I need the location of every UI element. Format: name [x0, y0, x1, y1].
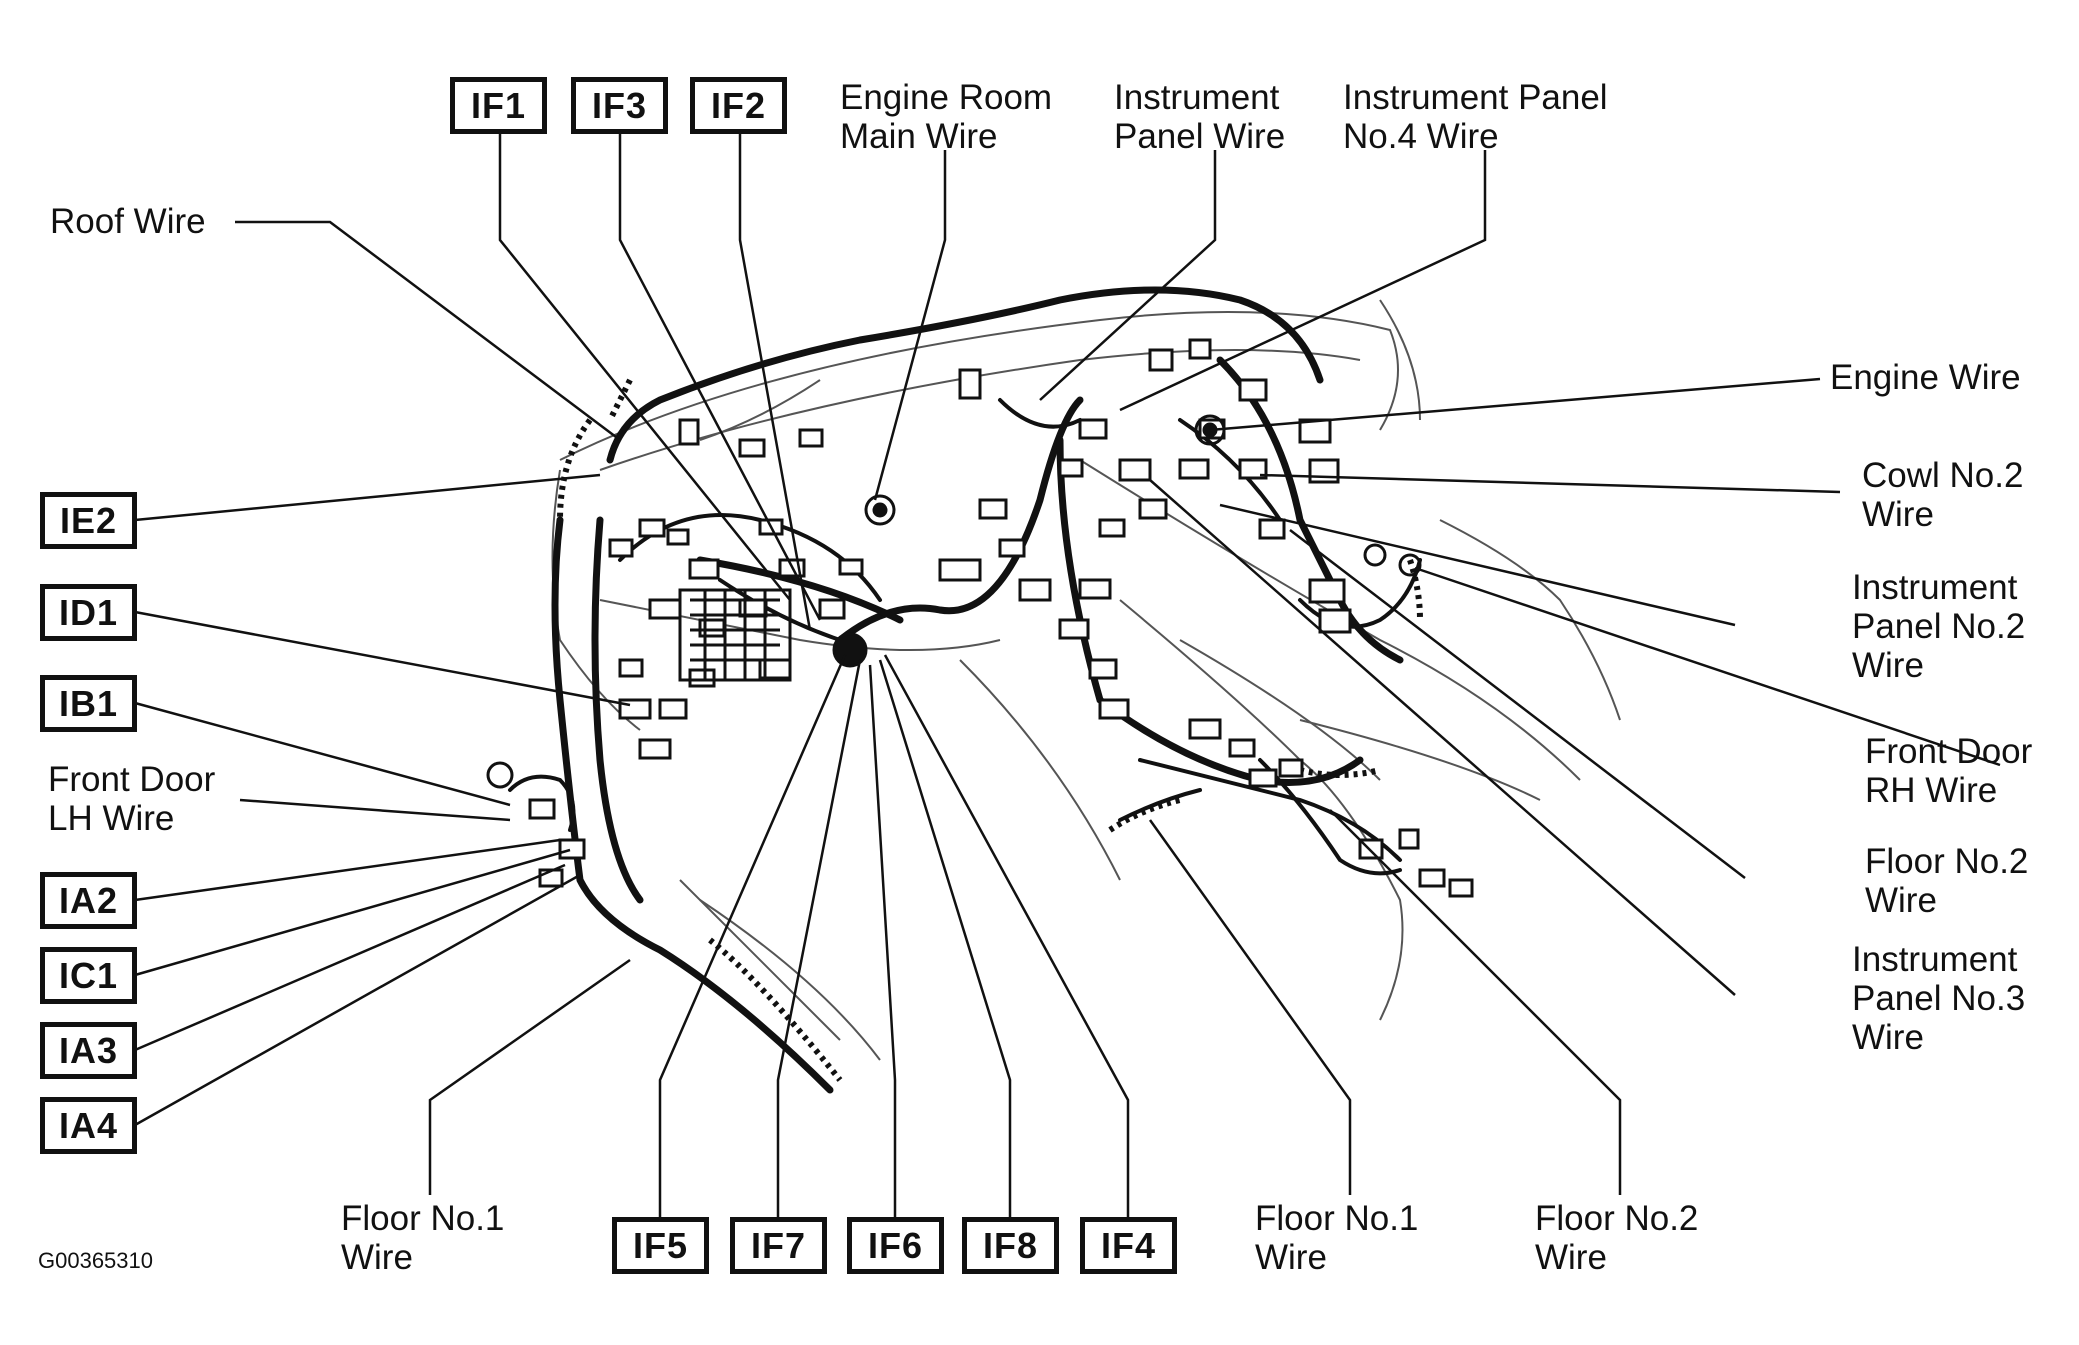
junction-block: [486, 414, 1422, 789]
label-engine-wire: Engine Wire: [1830, 358, 2021, 397]
connector-if8: IF8: [962, 1217, 1059, 1274]
label-cowl-no2-wire: Cowl No.2 Wire: [1862, 456, 2024, 534]
taped-wires: [557, 378, 1423, 1082]
connector-ic1: IC1: [40, 947, 137, 1004]
connector-ia4: IA4: [40, 1097, 137, 1154]
label-floor-no1-wire-center: Floor No.1 Wire: [1255, 1199, 1419, 1277]
figure-code: G00365310: [38, 1248, 153, 1273]
wire-harness: [551, 286, 1404, 1094]
connector-if6: IF6: [847, 1217, 944, 1274]
connector-ie2: IE2: [40, 492, 137, 549]
connector-blocks: [528, 338, 1474, 898]
connector-ib1: IB1: [40, 675, 137, 732]
connector-if1: IF1: [450, 77, 547, 134]
label-instrument-panel-wire: Instrument Panel Wire: [1114, 78, 1286, 156]
label-floor-no2-wire-right: Floor No.2 Wire: [1865, 842, 2029, 920]
label-floor-no1-wire-left: Floor No.1 Wire: [341, 1199, 505, 1277]
label-instrument-panel-no3-wire: Instrument Panel No.3 Wire: [1852, 940, 2026, 1057]
label-engine-room-main-wire: Engine Room Main Wire: [840, 78, 1053, 156]
label-instrument-panel-no4-wire: Instrument Panel No.4 Wire: [1343, 78, 1608, 156]
label-front-door-lh-wire: Front Door LH Wire: [48, 760, 216, 838]
connector-ia3: IA3: [40, 1022, 137, 1079]
connector-if5: IF5: [612, 1217, 709, 1274]
connector-if4: IF4: [1080, 1217, 1177, 1274]
label-front-door-rh-wire: Front Door RH Wire: [1865, 732, 2033, 810]
connector-if3: IF3: [571, 77, 668, 134]
label-roof-wire: Roof Wire: [50, 202, 206, 241]
label-floor-no2-wire-bottom: Floor No.2 Wire: [1535, 1199, 1699, 1277]
leader-lines: [134, 100, 2001, 1217]
connector-ia2: IA2: [40, 872, 137, 929]
connector-if2: IF2: [690, 77, 787, 134]
label-instrument-panel-no2-wire: Instrument Panel No.2 Wire: [1852, 568, 2026, 685]
connector-id1: ID1: [40, 584, 137, 641]
connector-if7: IF7: [730, 1217, 827, 1274]
